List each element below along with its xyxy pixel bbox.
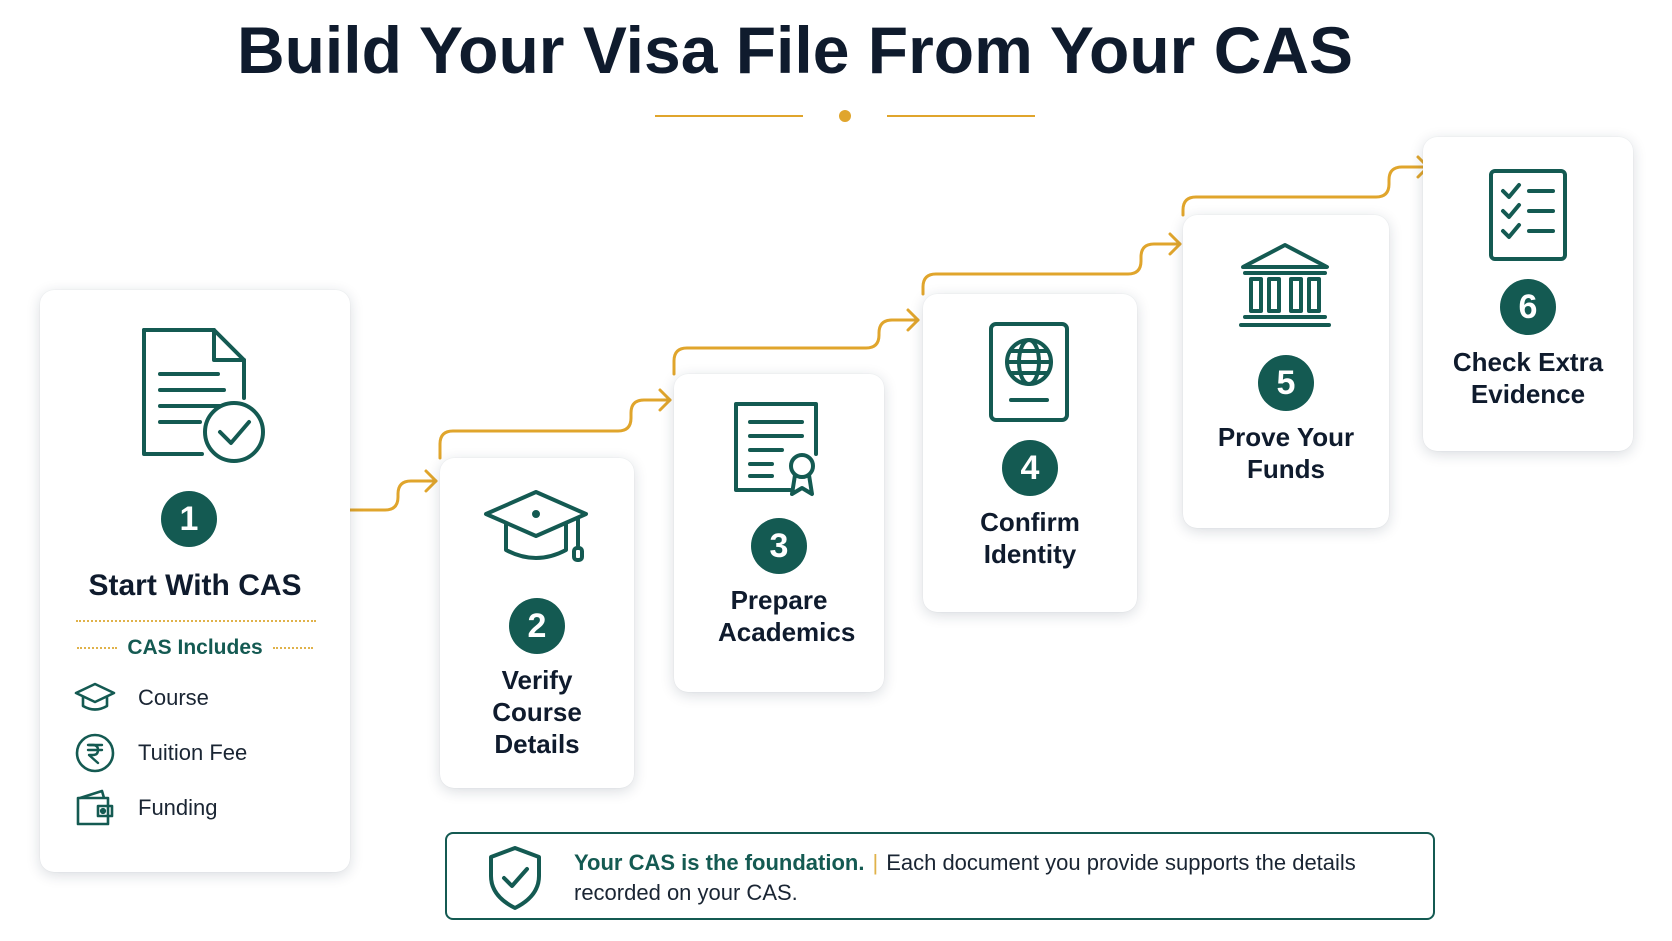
callout-body: Each document you provide supports the d… xyxy=(574,850,1356,905)
step-label: Start With CAS xyxy=(88,569,302,602)
wallet-icon xyxy=(76,789,114,826)
connector-2-3 xyxy=(438,398,672,460)
connector-1-2 xyxy=(348,479,438,512)
step-card-5: 5 Prove Your Funds xyxy=(1183,215,1389,528)
step-card-4: 4 Confirm Identity xyxy=(923,294,1137,612)
step-card-2: 2 Verify Course Details xyxy=(440,458,634,788)
step-label: Prove Your Funds xyxy=(1217,422,1355,484)
connector-3-4 xyxy=(672,318,920,376)
cas-include-course: Course xyxy=(74,678,209,718)
checklist-icon xyxy=(1489,169,1567,261)
step-number-badge: 1 xyxy=(161,491,217,547)
divider xyxy=(76,620,316,622)
graduation-cap-icon xyxy=(484,490,588,562)
step-number-badge: 5 xyxy=(1258,355,1314,411)
cas-include-funding: Funding xyxy=(74,788,218,828)
step-number-badge: 4 xyxy=(1002,440,1058,496)
step-number-badge: 3 xyxy=(751,518,807,574)
connector-4-5 xyxy=(921,242,1182,296)
page-title: Build Your Visa File From Your CAS xyxy=(236,13,1354,87)
certificate-icon xyxy=(734,402,818,496)
step-card-6: 6 Check Extra Evidence xyxy=(1423,137,1633,451)
title-divider xyxy=(655,110,1035,122)
connector-5-6 xyxy=(1181,165,1430,217)
foundation-callout: Your CAS is the foundation.|Each documen… xyxy=(445,832,1435,920)
graduation-cap-icon xyxy=(74,682,116,711)
step-card-1: 1 Start With CAS CAS Includes Course Tui… xyxy=(40,290,350,872)
step-number-badge: 6 xyxy=(1500,279,1556,335)
callout-strong: Your CAS is the foundation. xyxy=(574,850,865,875)
shield-check-icon xyxy=(489,846,541,910)
cas-include-tuition: Tuition Fee xyxy=(74,733,247,773)
step-card-3: 3 Prepare Academics xyxy=(674,374,884,692)
rupee-icon xyxy=(75,733,115,773)
step-label: Confirm Identity xyxy=(980,507,1080,569)
passport-icon xyxy=(989,322,1069,422)
step-label: Prepare Academics xyxy=(718,585,856,647)
bank-icon xyxy=(1239,243,1331,327)
document-check-icon xyxy=(142,328,265,463)
callout-text: Your CAS is the foundation.|Each documen… xyxy=(574,850,1356,905)
cas-includes-heading: CAS Includes xyxy=(40,636,350,660)
step-label: Verify Course Details xyxy=(492,665,582,759)
step-label: Check Extra Evidence xyxy=(1452,347,1604,409)
step-number-badge: 2 xyxy=(509,598,565,654)
